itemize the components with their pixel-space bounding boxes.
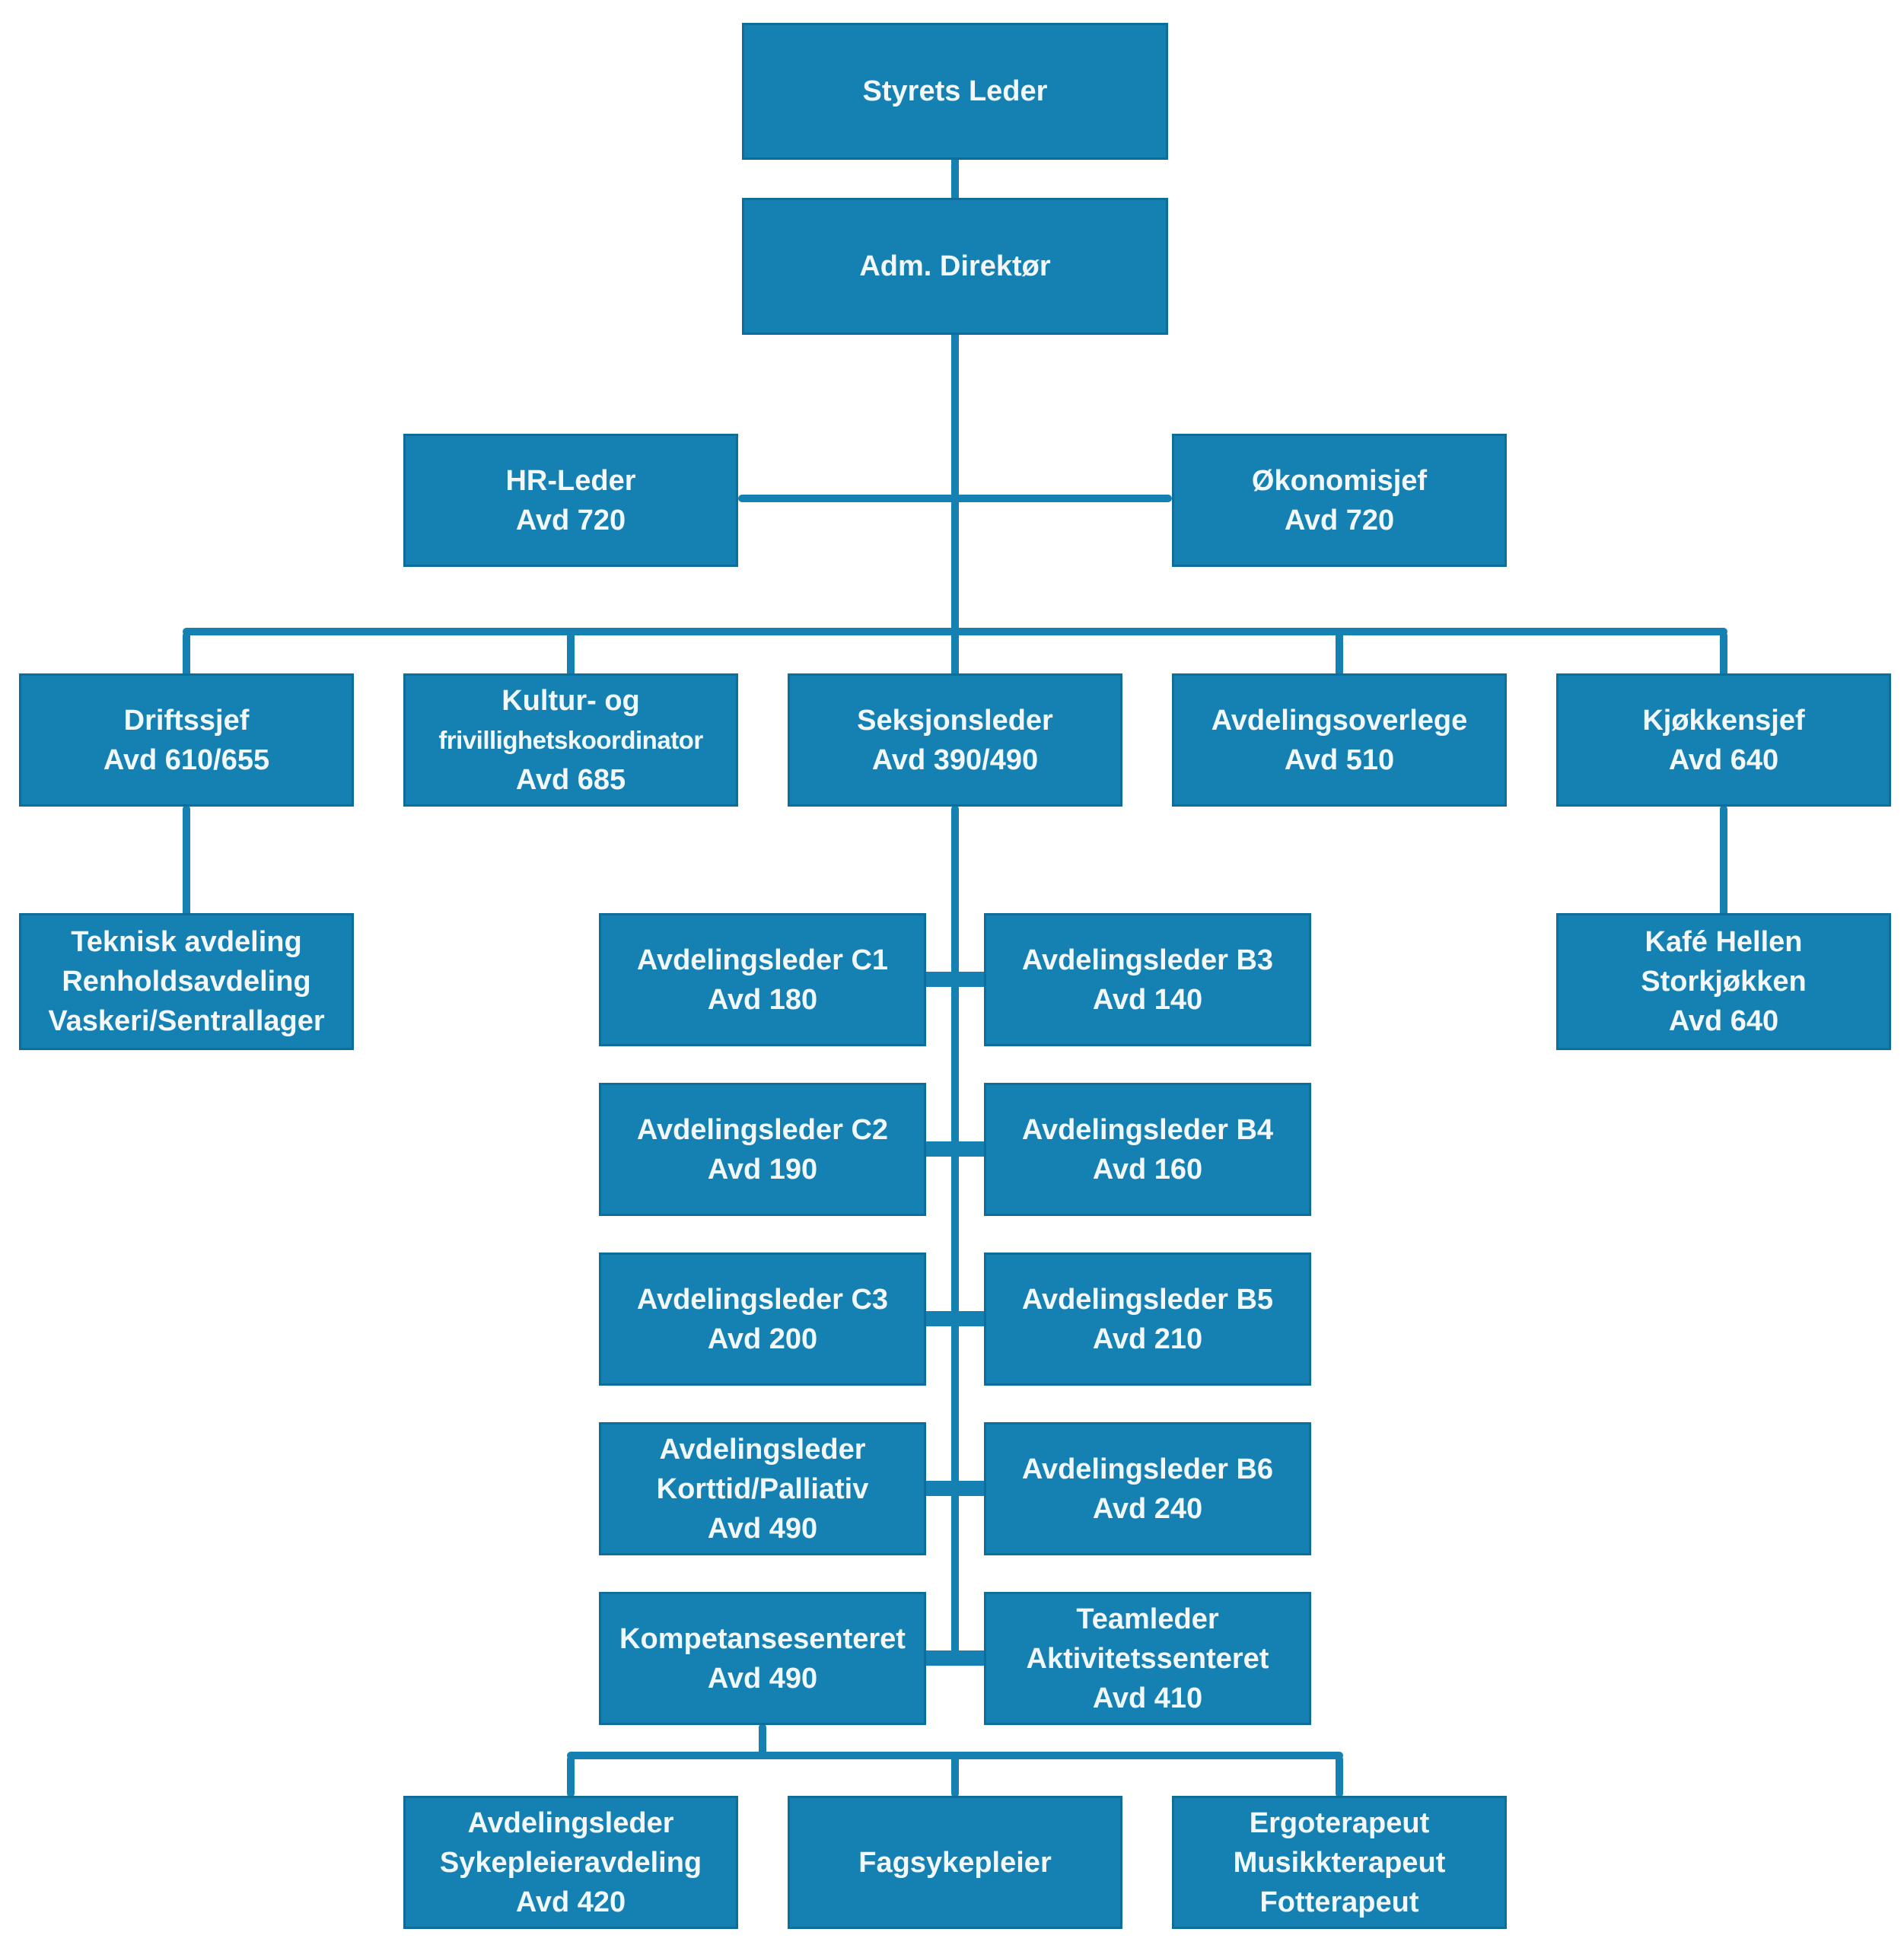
node-teknisk-avdeling: Teknisk avdeling Renholdsavdeling Vasker… [19,913,354,1050]
connector-stub-row2 [911,1141,999,1157]
node-line: Avd 210 [1092,1323,1203,1355]
node-fagsykepleier: Fagsykepleier [788,1796,1122,1929]
node-line: Avdelingsleder B6 [1021,1453,1274,1485]
node-line: Avdelingsleder [659,1433,866,1466]
connector-drop-sykepleieravdeling [567,1755,575,1797]
node-terapeuter: Ergoterapeut Musikkterapeut Fotterapeut [1172,1796,1507,1929]
node-line: frivillighetskoordinator [438,725,703,754]
node-driftssjef: Driftssjef Avd 610/655 [19,673,354,807]
node-line: Avd 610/655 [103,743,270,776]
connector-adm-trunk [951,331,959,634]
connector-drop-kultur [567,632,575,677]
node-line: Storkjøkken [1641,966,1807,998]
node-avdelingsleder-b4: Avdelingsleder B4 Avd 160 [984,1083,1311,1216]
node-line: Avdelingsoverlege [1211,704,1468,737]
node-line: Kompetansesenteret [619,1622,906,1655]
node-line: Vaskeri/Sentrallager [48,1005,325,1037]
node-line: Driftssjef [123,704,250,737]
node-line: Avdelingsleder B5 [1021,1283,1274,1316]
node-line: Avd 640 [1668,743,1779,776]
node-line: Fotterapeut [1259,1886,1419,1918]
node-avdelingsleder-c2: Avdelingsleder C2 Avd 190 [599,1083,926,1216]
node-line: Adm. Direktør [859,250,1051,282]
node-line: Avd 720 [1284,504,1395,536]
node-line: Kultur- og [501,684,640,717]
node-line: Avd 200 [707,1323,818,1355]
connector-stub-row4 [911,1481,999,1496]
connector-drop-fagsykepleier [951,1755,959,1797]
node-adm-direktor: Adm. Direktør [742,198,1168,335]
node-teamleder-aktivitetssenteret: Teamleder Aktivitetssenteret Avd 410 [984,1592,1311,1725]
node-line: Kafé Hellen [1645,926,1803,958]
node-line: Avdelingsleder B4 [1021,1113,1274,1146]
connector-styrets-adm [951,156,959,202]
connector-drop-terapeuter [1336,1755,1343,1797]
node-avdelingsleder-korttid: Avdelingsleder Korttid/Palliativ Avd 490 [599,1422,926,1555]
node-line: Aktivitetssenteret [1026,1642,1269,1675]
node-line: Avd 720 [515,504,626,536]
node-line: Avdelingsleder C1 [636,944,889,976]
node-styrets-leder: Styrets Leder [742,23,1168,160]
node-line: Avdelingsleder B3 [1021,944,1274,976]
node-line: Avd 160 [1092,1153,1203,1186]
node-avdelingsleder-c3: Avdelingsleder C3 Avd 200 [599,1253,926,1386]
connector-kompetansesenteret-drop [759,1724,766,1759]
connector-kjokkensjef-kafe [1720,805,1727,918]
node-line: Fagsykepleier [858,1846,1052,1879]
connector-stub-row1 [911,972,999,987]
node-line: Avd 490 [707,1512,818,1545]
node-line: Avd 420 [515,1886,626,1918]
connector-drop-driftssjef [183,632,190,677]
node-avdelingsoverlege: Avdelingsoverlege Avd 510 [1172,673,1507,807]
node-seksjonsleder: Seksjonsleder Avd 390/490 [788,673,1122,807]
node-kultur-koordinator: Kultur- og frivillighetskoordinator Avd … [403,673,738,807]
node-line: Korttid/Palliativ [656,1472,869,1505]
connector-stub-row3 [911,1311,999,1326]
node-line: Avd 190 [707,1153,818,1186]
node-line: Renholdsavdeling [62,966,311,998]
node-line: Avd 390/490 [871,743,1039,776]
node-line: Teknisk avdeling [71,926,302,958]
node-line: Avdelingsleder C3 [636,1283,889,1316]
node-line: Økonomisjef [1251,464,1428,497]
node-line: Avd 180 [707,983,818,1016]
node-kompetansesenteret: Kompetansesenteret Avd 490 [599,1592,926,1725]
node-line: Avd 240 [1092,1492,1203,1525]
node-line: Musikkterapeut [1233,1846,1446,1879]
node-line: Avdelingsleder C2 [636,1113,889,1146]
node-avdelingsleder-b6: Avdelingsleder B6 Avd 240 [984,1422,1311,1555]
node-okonomisjef: Økonomisjef Avd 720 [1172,434,1507,567]
node-line: Avdelingsleder [467,1806,674,1839]
node-line: Avd 410 [1092,1682,1203,1714]
node-line: Styrets Leder [862,75,1048,107]
node-line: Avd 510 [1284,743,1395,776]
connector-hr-okonomisjef [738,495,1172,502]
node-hr-leder: HR-Leder Avd 720 [403,434,738,567]
connector-driftssjef-teknisk [183,805,190,918]
node-line: Teamleder [1076,1603,1219,1635]
node-sykepleieravdeling: Avdelingsleder Sykepleieravdeling Avd 42… [403,1796,738,1929]
connector-seksjonsleder-trunk [951,805,959,1662]
node-avdelingsleder-c1: Avdelingsleder C1 Avd 180 [599,913,926,1046]
node-line: Avd 640 [1668,1005,1779,1037]
node-kjokkensjef: Kjøkkensjef Avd 640 [1556,673,1891,807]
node-line: Avd 490 [707,1662,818,1695]
node-line: Sykepleieravdeling [439,1846,702,1879]
node-line: Kjøkkensjef [1642,704,1805,737]
connector-drop-avdelingsoverlege [1336,632,1343,677]
node-line: Seksjonsleder [857,704,1053,737]
node-line: HR-Leder [505,464,636,497]
node-avdelingsleder-b3: Avdelingsleder B3 Avd 140 [984,913,1311,1046]
connector-drop-seksjonsleder [951,632,959,677]
node-line: Ergoterapeut [1249,1806,1430,1839]
connector-drop-kjokkensjef [1720,632,1727,677]
node-line: Avd 685 [515,763,626,796]
connector-stub-row5 [911,1650,999,1666]
node-avdelingsleder-b5: Avdelingsleder B5 Avd 210 [984,1253,1311,1386]
node-kafe-hellen: Kafé Hellen Storkjøkken Avd 640 [1556,913,1891,1050]
node-line: Avd 140 [1092,983,1203,1016]
